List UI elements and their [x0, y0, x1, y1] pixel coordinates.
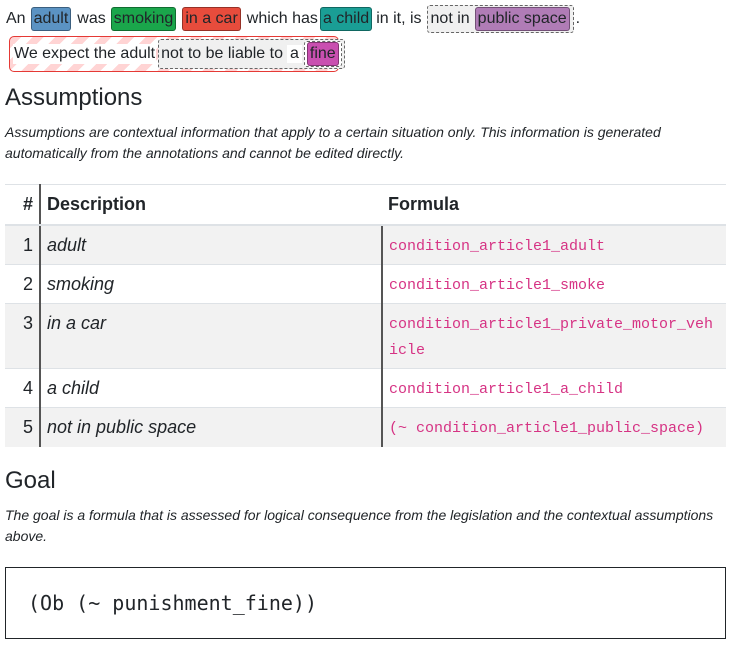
row-formula: condition_article1_adult: [381, 224, 726, 265]
consequence-sentence[interactable]: We expect the adult not to be liable to …: [9, 36, 345, 72]
word-not-liable: not to be liable to: [161, 45, 283, 62]
row-formula: (~ condition_article1_public_space): [381, 407, 726, 447]
annotation-a-child[interactable]: a child: [319, 7, 373, 31]
word-an: An: [6, 10, 26, 27]
word-not-in: not in: [430, 10, 470, 27]
header-formula: Formula: [382, 184, 726, 226]
annotation-in-a-car[interactable]: in a car: [182, 7, 241, 31]
header-description: Description: [39, 184, 382, 226]
row-description[interactable]: not in public space: [39, 407, 382, 447]
assumptions-table: # Description Formula 1 adult condition_…: [5, 184, 726, 447]
fine-group[interactable]: fine: [303, 41, 342, 67]
row-number: 3: [5, 303, 40, 369]
scenario-sentence: An adult was smoking in a car which has …: [6, 5, 581, 33]
goal-description: The goal is a formula that is assessed f…: [5, 507, 714, 544]
goal-formula: (Ob (~ punishment_fine)): [28, 591, 317, 615]
liability-group[interactable]: not to be liable to a fine: [158, 39, 345, 69]
table-header-row: # Description Formula: [5, 184, 726, 226]
row-formula: condition_article1_private_motor_vehicle: [381, 303, 726, 369]
table-row[interactable]: 5 not in public space (~ condition_artic…: [5, 407, 726, 447]
word-a: a: [287, 45, 302, 63]
word-we-expect: We expect the adult: [13, 44, 157, 64]
goal-formula-box: (Ob (~ punishment_fine)): [5, 567, 726, 639]
negation-group[interactable]: not in public space: [426, 5, 574, 33]
word-in-it-is: in it, is: [376, 10, 422, 27]
annotation-public-space[interactable]: public space: [474, 7, 570, 31]
goal-heading: Goal: [5, 467, 56, 494]
word-which-has: which has: [246, 10, 318, 27]
row-description[interactable]: smoking: [39, 264, 382, 304]
row-number: 5: [5, 407, 40, 447]
row-description[interactable]: in a car: [39, 303, 382, 369]
header-number: #: [5, 184, 40, 226]
row-number: 2: [5, 264, 40, 304]
row-number: 4: [5, 368, 40, 408]
annotation-adult[interactable]: adult: [30, 7, 72, 31]
assumptions-heading: Assumptions: [5, 84, 143, 111]
sentence-period: .: [575, 10, 581, 27]
row-formula: condition_article1_smoke: [381, 264, 726, 304]
row-number: 1: [5, 224, 40, 265]
table-row[interactable]: 2 smoking condition_article1_smoke: [5, 264, 726, 304]
row-description[interactable]: adult: [39, 224, 382, 265]
annotation-fine[interactable]: fine: [306, 42, 339, 66]
table-row[interactable]: 1 adult condition_article1_adult: [5, 224, 726, 265]
row-description[interactable]: a child: [39, 368, 382, 408]
assumptions-description: Assumptions are contextual information t…: [5, 124, 661, 161]
word-was: was: [77, 10, 106, 27]
table-row[interactable]: 4 a child condition_article1_a_child: [5, 368, 726, 408]
annotation-smoking[interactable]: smoking: [110, 7, 177, 31]
table-row[interactable]: 3 in a car condition_article1_private_mo…: [5, 303, 726, 369]
row-formula: condition_article1_a_child: [381, 368, 726, 408]
